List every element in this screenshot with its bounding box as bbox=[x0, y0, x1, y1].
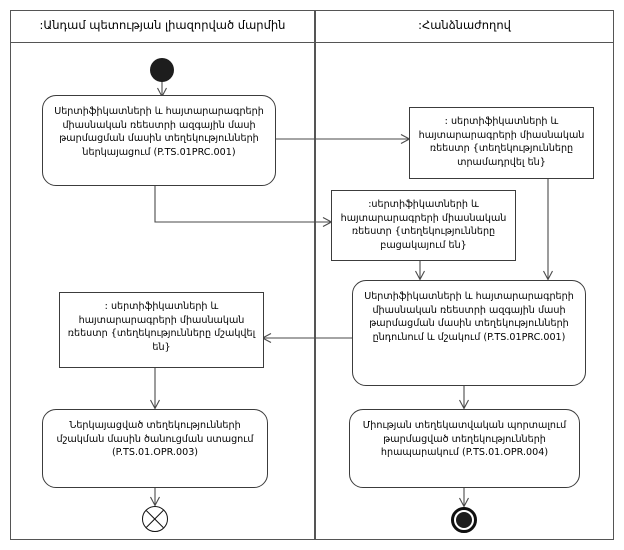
action-node-publish-integrated-resource-label: Միության տեղեկատվական պորտալում թարմացվա… bbox=[362, 420, 567, 459]
action-node-submit-information[interactable]: Սերտիֆիկատների և հայտարարագրերի միասնակա… bbox=[42, 95, 276, 186]
action-node-receive-notification-label: Ներկայացված տեղեկությունների մշակման մաս… bbox=[56, 420, 254, 459]
action-node-publish-integrated-resource[interactable]: Միության տեղեկատվական պորտալում թարմացվա… bbox=[349, 409, 580, 488]
activity-final-node[interactable] bbox=[451, 507, 477, 533]
object-node-registry-transmitted-label: : սերտիֆիկատների և հայտարարագրերի միասնա… bbox=[418, 116, 585, 168]
initial-node[interactable] bbox=[150, 58, 174, 82]
swimlane-left-label: :Անդամ պետության լիազորված մարմին bbox=[39, 18, 286, 33]
object-node-registry-missing[interactable]: :սերտիֆիկատների և հայտարարագրերի միասնակ… bbox=[331, 190, 516, 261]
flow-final-node[interactable] bbox=[142, 506, 168, 532]
object-node-registry-missing-label: :սերտիֆիկատների և հայտարարագրերի միասնակ… bbox=[340, 199, 507, 251]
action-node-receive-notification[interactable]: Ներկայացված տեղեկությունների մշակման մաս… bbox=[42, 409, 268, 488]
action-node-receive-and-process[interactable]: Սերտիֆիկատների և հայտարարագրերի միասնակա… bbox=[352, 280, 586, 386]
action-node-receive-and-process-label: Սերտիֆիկատների և հայտարարագրերի միասնակա… bbox=[364, 291, 574, 343]
swimlane-divider bbox=[315, 10, 316, 540]
swimlane-header-left: :Անդամ պետության լիազորված մարմին bbox=[10, 10, 315, 43]
action-node-submit-information-label: Սերտիֆիկատների և հայտարարագրերի միասնակա… bbox=[54, 106, 264, 158]
object-node-registry-processed-label: : սերտիֆիկատների և հայտարարագրերի միասնա… bbox=[67, 301, 256, 353]
swimlane-header-right: :Հանձնաժողով bbox=[315, 10, 614, 43]
object-node-registry-transmitted[interactable]: : սերտիֆիկատների և հայտարարագրերի միասնա… bbox=[409, 107, 594, 179]
swimlane-left-frame bbox=[10, 10, 315, 540]
object-node-registry-processed[interactable]: : սերտիֆիկատների և հայտարարագրերի միասնա… bbox=[59, 292, 264, 368]
swimlane-right-label: :Հանձնաժողով bbox=[418, 18, 511, 33]
